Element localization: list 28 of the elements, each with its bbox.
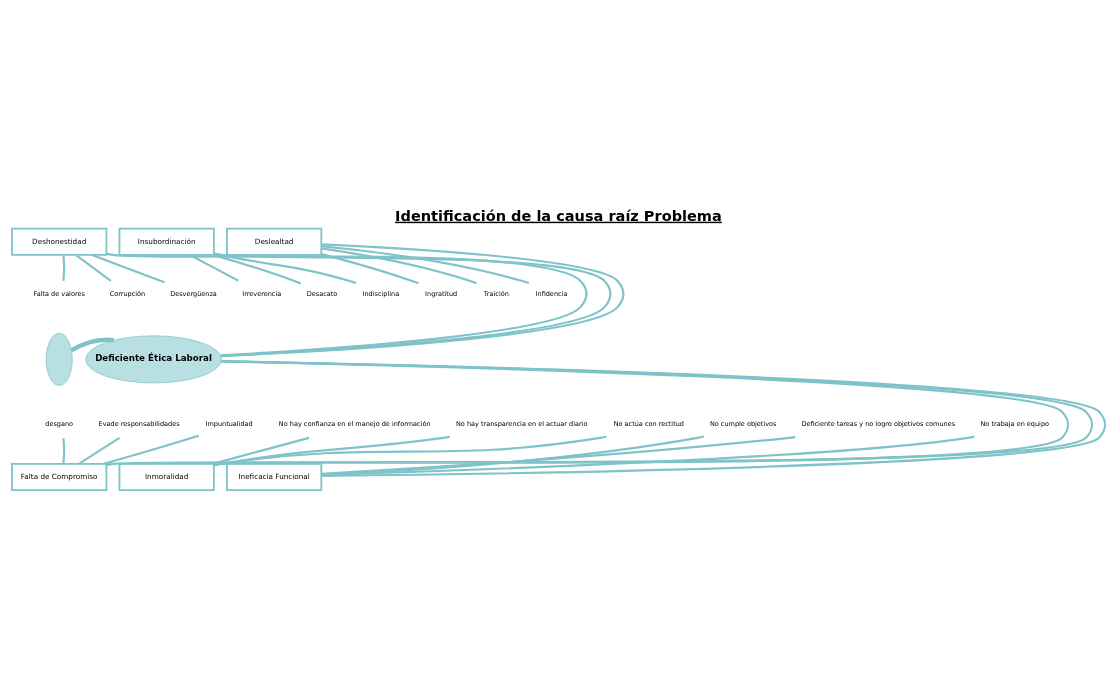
connector [78, 436, 121, 465]
node-box: Falta de Compromiso [11, 462, 108, 491]
node-box: Ineficacia Funcional [226, 462, 323, 491]
connector [321, 435, 975, 476]
connector [213, 435, 607, 466]
node-box: Deshonestidad [11, 227, 108, 256]
connector [189, 253, 239, 282]
node-box: Insubordinación [118, 227, 215, 256]
connector [321, 435, 796, 475]
connector [70, 337, 114, 352]
connector [321, 244, 530, 284]
connector [62, 254, 66, 281]
node-crescent [45, 332, 73, 386]
connector [212, 436, 310, 465]
connector [213, 251, 357, 284]
node-ellipse: Deficiente Ética Laboral [85, 334, 222, 383]
node-box: Inmoralidad [118, 462, 215, 491]
connector [75, 253, 112, 282]
connector [212, 253, 302, 284]
connector [213, 435, 450, 466]
connector [91, 253, 165, 283]
connector [321, 252, 419, 284]
connector [103, 434, 200, 465]
connector [106, 252, 587, 356]
node-box: Deslealtad [226, 227, 323, 256]
diagram-title: Identificación de la causa raíz Problema [395, 207, 722, 224]
connector [321, 246, 477, 284]
connector [62, 437, 66, 464]
